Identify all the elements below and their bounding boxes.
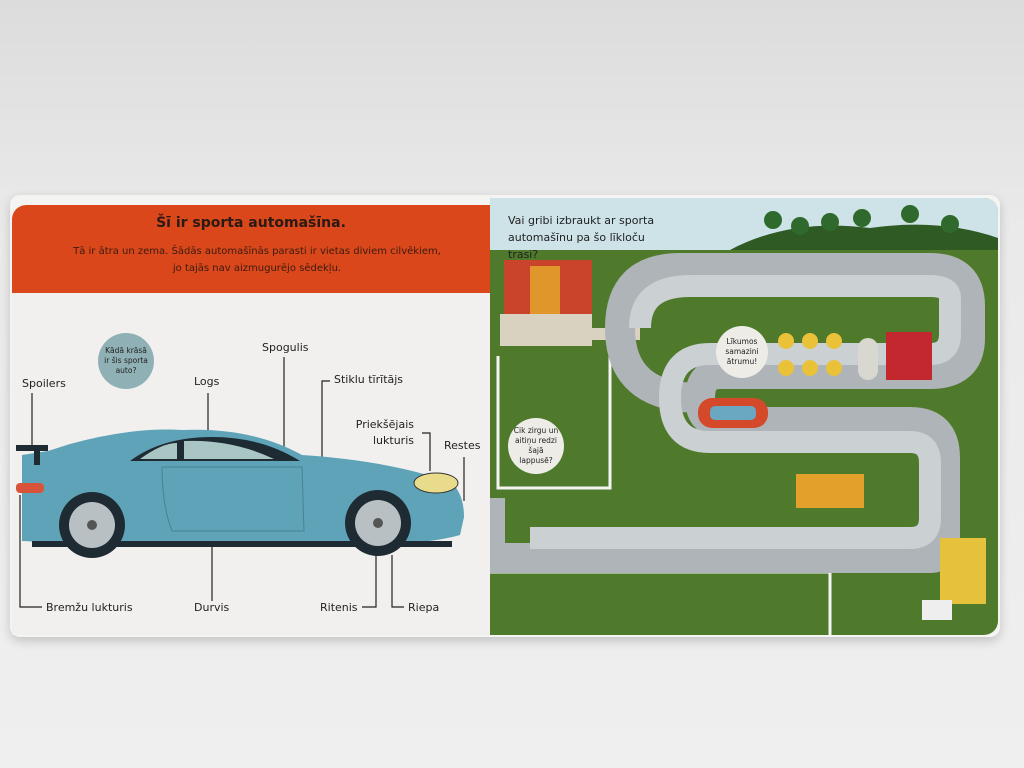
- track-map-illustration: [490, 198, 998, 635]
- yellow-house: [940, 538, 986, 604]
- orange-header: Šī ir sporta automašīna. Tā ir ātra un z…: [12, 205, 490, 293]
- count-animals-bubble: Cik zirgu un aitiņu redzi šajā lappusē?: [508, 418, 564, 474]
- label-bremzu-lukturis: Bremžu lukturis: [46, 601, 133, 614]
- headlight: [413, 472, 459, 494]
- slow-down-bubble: Līkumos samazini ātrumu!: [716, 326, 768, 378]
- fence: [496, 356, 612, 490]
- label-ritenis: Ritenis: [320, 601, 358, 614]
- driveway: [500, 314, 592, 346]
- window: [184, 440, 274, 459]
- van: [922, 600, 952, 620]
- barn: [886, 332, 932, 380]
- label-durvis: Durvis: [194, 601, 230, 614]
- label-restes: Restes: [444, 439, 481, 452]
- left-page: Šī ir sporta automašīna. Tā ir ātra un z…: [12, 205, 490, 635]
- door: [161, 466, 305, 532]
- toy-sports-car: [710, 406, 756, 420]
- rear-wheel: [59, 492, 125, 558]
- label-spoilers: Spoilers: [22, 377, 66, 390]
- label-stiklu-tiritajs: Stiklu tīrītājs: [334, 373, 404, 386]
- track-question: Vai gribi izbraukt ar sporta automašīnu …: [508, 214, 655, 261]
- label-spogulis: Spogulis: [262, 341, 309, 354]
- label-riepa: Riepa: [408, 601, 440, 614]
- label-priekesejais-lukturis: Priekšējais lukturis: [355, 418, 414, 447]
- page-subtitle: Tā ir ātra un zema. Šādās automašīnās pa…: [73, 246, 441, 274]
- color-question-bubble: Kādā krāsā ir šis sporta auto?: [98, 333, 154, 389]
- front-wheel: [345, 490, 411, 556]
- s-track: [490, 253, 985, 573]
- brake-light: [16, 483, 44, 493]
- castle-house: [796, 474, 864, 508]
- label-logs: Logs: [194, 375, 220, 388]
- spoiler: [16, 445, 48, 451]
- page-title: Šī ir sporta automašīna.: [156, 215, 346, 231]
- sports-car-illustration: [16, 357, 465, 608]
- right-page: Vai gribi izbraukt ar sporta automašīnu …: [490, 198, 998, 635]
